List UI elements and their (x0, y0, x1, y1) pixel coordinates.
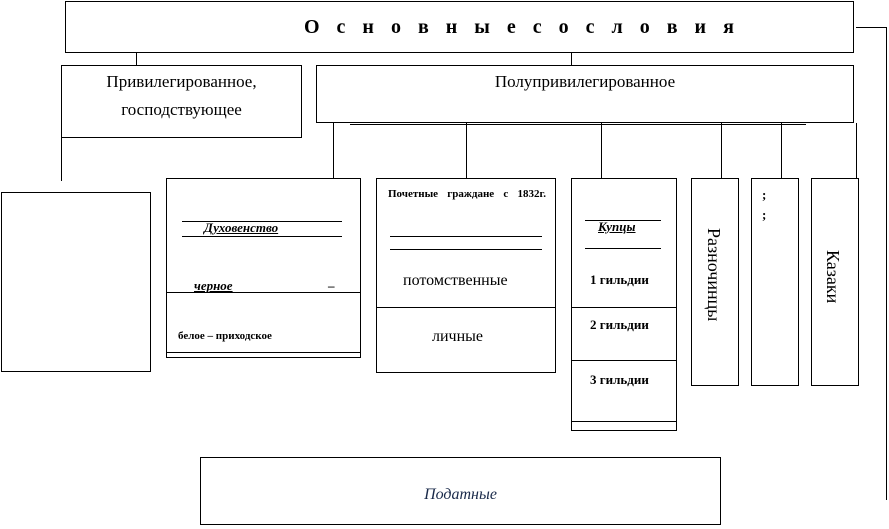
odnodvortsy-label: ; ; (762, 187, 767, 222)
diagram-title: О с н о в н ы е с о с л о в и я (304, 16, 740, 38)
connector-title-privileged (136, 53, 137, 65)
taxable-label: Податные (424, 486, 497, 503)
connector-title-right-v (886, 27, 887, 500)
raznochintsy-label: Разночинцы (704, 228, 724, 322)
privileged-box (61, 65, 302, 138)
clergy-heading: Духовенство (204, 220, 279, 235)
clergy-dash: – (328, 278, 335, 293)
cossacks-box (811, 178, 859, 386)
citizens-hereditary: потомственные (403, 272, 508, 289)
clergy-heading-line-bottom (182, 236, 342, 237)
connector-title-right-h (856, 27, 886, 28)
citizens-line-2 (390, 249, 542, 250)
citizens-line-1 (390, 236, 542, 237)
connector-semi-odnodvortsy (781, 123, 782, 179)
connector-semi-bus (350, 124, 806, 125)
merchants-heading: Купцы (598, 219, 636, 234)
clergy-divider (166, 292, 361, 293)
title-box (65, 1, 854, 53)
semi-privileged-box (316, 65, 854, 123)
merchants-guild1: 1 гильдии (590, 272, 649, 287)
privileged-line1: Привилегированное, (106, 72, 257, 91)
connector-semi-clergy (333, 123, 334, 181)
citizens-personal: личные (432, 328, 484, 345)
merchants-box (571, 178, 677, 431)
connector-semi-raznochintsy (721, 123, 722, 179)
merchants-heading-line-top (585, 220, 661, 221)
merchants-divider-2 (571, 360, 677, 361)
cossacks-label: Казаки (823, 250, 843, 304)
merchants-guild3: 3 гильдии (590, 372, 649, 387)
clergy-box (166, 178, 361, 358)
citizens-divider (376, 307, 556, 308)
clergy-heading-line-top (182, 221, 342, 222)
privileged-line2: господствующее (121, 100, 242, 119)
connector-semi-cossacks (856, 123, 857, 179)
merchants-heading-line-bottom (585, 248, 661, 249)
nobility-box (1, 192, 151, 372)
clergy-white: белое – приходское (178, 330, 272, 342)
clergy-bottom-line (166, 352, 361, 353)
merchants-guild2: 2 гильдии (590, 317, 649, 332)
raznochintsy-box (691, 178, 739, 386)
privileged-label: Привилегированное, господствующее (61, 68, 302, 124)
semi-privileged-label: Полупривилегированное (494, 72, 676, 91)
connector-title-semi (571, 53, 572, 65)
connector-semi-citizens (466, 123, 467, 179)
connector-privileged-down (61, 138, 62, 181)
citizens-heading: Почетные граждане с 1832г. (388, 188, 546, 200)
odnodvortsy-box (751, 178, 799, 386)
taxable-box (200, 457, 721, 525)
citizens-box (376, 178, 556, 373)
merchants-divider-3 (571, 421, 677, 422)
merchants-divider-1 (571, 307, 677, 308)
connector-semi-merchants (601, 123, 602, 179)
clergy-black: черное (194, 278, 233, 293)
